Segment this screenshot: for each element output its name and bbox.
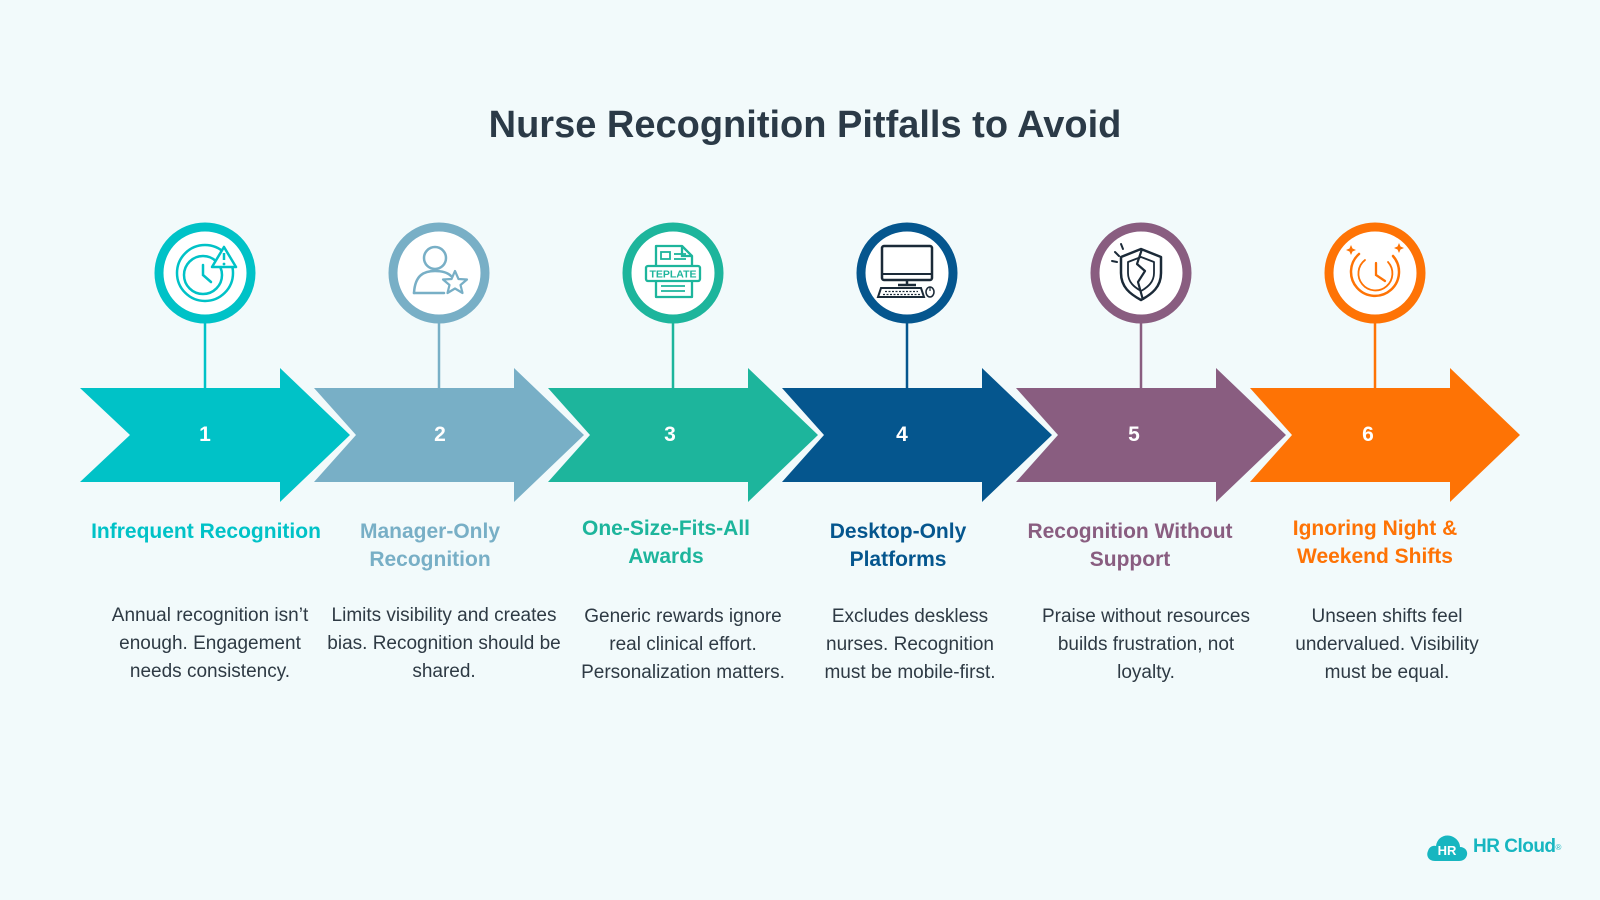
step-title-1: Infrequent Recognition [91, 520, 321, 543]
logo-registered-mark: ® [1555, 842, 1562, 852]
step-title-5: Recognition Without Support [1027, 520, 1233, 571]
step-arrow-3: 3 [548, 368, 818, 502]
step-title-4: Desktop-Only Platforms [829, 520, 967, 571]
arrow-shape-4 [782, 368, 1052, 502]
arrow-shape-1 [80, 368, 350, 502]
step-arrow-2: 2 [314, 368, 584, 502]
page-title: Nurse Recognition Pitfalls to Avoid [488, 104, 1122, 146]
step-number-2: 2 [434, 423, 446, 446]
step-description-2: Limits visibility and creates bias. Reco… [327, 605, 561, 682]
template-icon: TEPLATE [622, 222, 724, 324]
step-arrow-4: 4 [782, 368, 1052, 502]
arrow-shape-6 [1250, 368, 1520, 502]
step-description-3: Generic rewards ignore real clinical eff… [581, 606, 785, 683]
logo-text: HR Cloud [1473, 836, 1556, 857]
desktop-computer-icon [856, 222, 958, 324]
broken-shield-icon [1090, 222, 1192, 324]
arrow-shape-5 [1016, 368, 1286, 502]
step-arrow-5: 5 [1016, 368, 1286, 502]
step-number-1: 1 [199, 423, 211, 446]
step-number-6: 6 [1362, 423, 1374, 446]
template-icon-label: TEPLATE [649, 269, 696, 281]
step-title-3: One-Size-Fits-All Awards [581, 517, 750, 568]
step-number-4: 4 [896, 423, 908, 446]
logo-badge-text: HR [1438, 843, 1457, 858]
step-description-6: Unseen shifts feel undervalued. Visibili… [1295, 606, 1479, 683]
step-description-1: Annual recognition isn’t enough. Engagem… [111, 605, 309, 682]
night-clock-icon [1324, 222, 1426, 324]
user-star-icon [388, 222, 490, 324]
arrow-shape-2 [314, 368, 584, 502]
step-number-5: 5 [1128, 423, 1140, 446]
step-description-5: Praise without resources builds frustrat… [1041, 606, 1251, 683]
step-arrow-1: 1 [80, 368, 350, 502]
hr-cloud-logo: HR HR Cloud ® [1425, 827, 1561, 867]
step-title-2: Manager-Only Recognition [359, 520, 501, 571]
step-number-3: 3 [664, 423, 676, 446]
step-description-4: Excludes deskless nurses. Recognition mu… [824, 606, 996, 683]
cloud-icon: HR [1427, 835, 1468, 861]
step-title-6: Ignoring Night & Weekend Shifts [1292, 517, 1458, 568]
arrow-shape-3 [548, 368, 818, 502]
clock-alert-icon [154, 222, 256, 324]
step-arrow-6: 6 [1250, 368, 1520, 502]
